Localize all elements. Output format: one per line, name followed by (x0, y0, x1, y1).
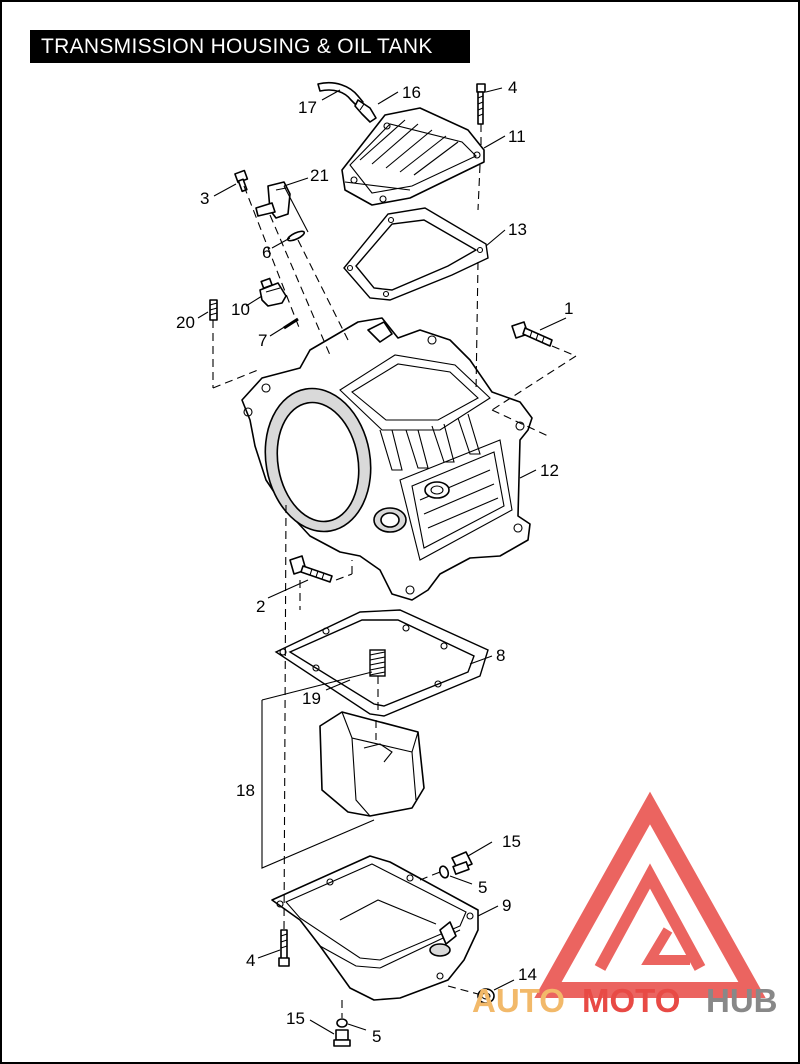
callout-3: 3 (200, 189, 209, 208)
part-plug-14 (477, 988, 495, 1004)
diagram-title: TRANSMISSION HOUSING & OIL TANK (30, 30, 470, 63)
part-long-bolt-top (476, 83, 486, 125)
callout-15-top: 15 (502, 832, 521, 851)
watermark-triangle-icon (534, 791, 766, 998)
callout-12: 12 (540, 461, 559, 480)
bracket-18 (261, 700, 375, 869)
part-o-ring-bottom (336, 1018, 348, 1028)
part-stud (209, 299, 218, 321)
watermark-text-moto: MOTO (582, 982, 680, 1019)
watermark-text-auto: AUTO (472, 982, 565, 1019)
bracket-18-top (261, 671, 373, 701)
part-bolt-2 (289, 555, 333, 583)
callout-19: 19 (302, 689, 321, 708)
callout-8: 8 (496, 646, 505, 665)
callout-18: 18 (236, 781, 255, 800)
part-hose-fitting (354, 99, 377, 123)
callout-5-bottom: 5 (372, 1027, 381, 1046)
part-bolt-1 (511, 321, 553, 347)
part-drain-plug-top (451, 851, 473, 875)
part-top-cover (341, 107, 485, 206)
part-transmission-housing (241, 317, 533, 601)
callout-21: 21 (310, 166, 329, 185)
callout-4-bottom: 4 (246, 951, 255, 970)
callout-20: 20 (176, 313, 195, 332)
watermark-wordmark: AUTO MOTO HUB (472, 982, 778, 1019)
part-o-ring-top (438, 865, 450, 879)
leader-lines (197, 87, 567, 1035)
part-neutral-switch (259, 277, 287, 307)
callout-labels: 1 2 3 4 4 5 5 6 7 8 9 10 11 12 13 14 15 … (176, 78, 573, 1046)
callout-15-bottom: 15 (286, 1009, 305, 1028)
callout-10: 10 (231, 300, 250, 319)
part-oil-pan (271, 855, 479, 1001)
callout-16: 16 (402, 83, 421, 102)
part-long-bolt-bottom (278, 929, 290, 967)
callout-7: 7 (258, 331, 267, 350)
callout-9: 9 (502, 896, 511, 915)
callout-6: 6 (262, 243, 271, 262)
part-o-ring-6 (286, 230, 306, 242)
watermark-g-mark-icon (641, 927, 690, 965)
callout-5-top: 5 (478, 878, 487, 897)
assembly-lines (212, 124, 577, 1018)
callout-4-top: 4 (508, 78, 517, 97)
watermark-inner-triangle-icon (594, 863, 706, 971)
part-seal-7 (283, 317, 299, 330)
callout-2: 2 (256, 597, 265, 616)
callout-14: 14 (518, 965, 537, 984)
part-spring (369, 649, 386, 677)
callout-17: 17 (298, 98, 317, 117)
part-drain-plug-bottom (333, 1029, 351, 1047)
part-cover-gasket (343, 207, 489, 301)
part-baffle (319, 711, 425, 817)
watermark-text-hub: HUB (706, 982, 778, 1019)
watermark-logo (534, 791, 766, 998)
part-small-screw (234, 169, 249, 193)
callout-11: 11 (508, 127, 526, 146)
callout-13: 13 (508, 220, 527, 239)
part-sensor (255, 181, 291, 219)
callout-1: 1 (564, 299, 573, 318)
